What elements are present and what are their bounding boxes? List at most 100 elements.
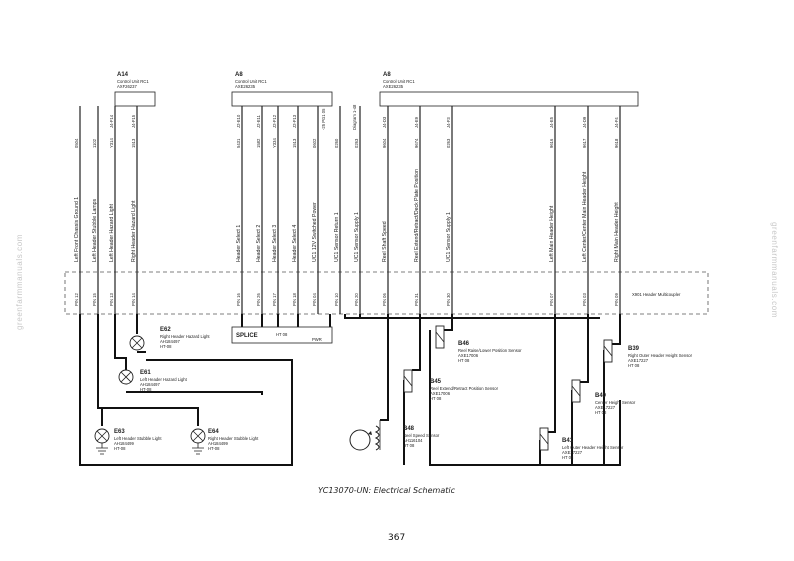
sensor-part: AXE17006: [430, 391, 451, 396]
wire-lines: [79, 106, 621, 314]
lamp-id: E64: [208, 429, 219, 435]
unit-id: A8: [383, 72, 391, 78]
ground-icon: [192, 447, 204, 455]
wire-label: UC1 Sensor Supply 1: [446, 212, 452, 262]
wire-id: 1513: [131, 138, 136, 148]
wire-id: 1102: [92, 138, 97, 148]
sensor-b40: B40 Center Height Sensor AXE17227 HT 08: [571, 379, 636, 415]
unit-name: Control Unit RC1: [383, 79, 415, 84]
unit-part: AXE26235: [235, 84, 256, 89]
wire-pin: PIN 09: [614, 293, 619, 306]
wire-label: Header Select 1: [236, 225, 242, 262]
wire-pin: PIN 07: [549, 293, 554, 306]
wire-connector-pin: J2-F12: [272, 114, 277, 128]
lamp-sub: HT-08: [140, 387, 152, 392]
wire-label: Left Center/Center Main Header Height: [582, 171, 588, 262]
wire-label: UC1 Sensor Supply 1: [354, 212, 360, 262]
control-unit-a8-middle: A8 Control Unit RC1 AXE26235: [231, 72, 333, 107]
wire-connector-pin: J4-F4: [614, 117, 619, 128]
lamp-e61: E61 Left Header Hazard Light AH184497 HT…: [118, 369, 188, 392]
control-unit-a8-right: A8 Control Unit RC1 AXE26235: [379, 72, 639, 107]
wire-id: Y334: [272, 138, 277, 148]
wire-id: 0260: [334, 138, 339, 148]
sensor-id: B41: [562, 438, 574, 444]
lamp-part: AH184499: [114, 441, 134, 446]
wire-id: 5431: [236, 138, 241, 148]
sensor-part: AXE17227: [595, 405, 616, 410]
wire-connector-pin: J4-D9: [582, 116, 587, 128]
sensor-part: AXE17227: [562, 450, 583, 455]
wire-id: 9604: [382, 138, 387, 148]
sensor-id: B48: [403, 426, 415, 432]
diagram-reference: Diagram 1-48: [352, 104, 357, 130]
wire-label: Header Select 2: [256, 225, 262, 262]
wire-label: Left Header Hazard Light: [109, 203, 115, 262]
sensor-b45: B45 Reel Extend/Retract Position Sensor …: [403, 369, 499, 401]
wire-pin: PIN 03: [582, 293, 587, 306]
unit-name: Control Unit RC1: [235, 79, 267, 84]
splice-pwr: PWR: [312, 337, 322, 342]
wire-id: 9617: [582, 138, 587, 148]
wire-label: Header Select 3: [272, 225, 278, 262]
wire-pin: PIN 31: [414, 293, 419, 306]
sensor-id: B39: [628, 346, 640, 352]
lamp-id: E61: [140, 370, 151, 376]
figure-caption: YC13070-UN: Electrical Schematic: [318, 486, 456, 495]
wire-label: Header Select 4: [292, 225, 298, 262]
sensor-b46: B46 Reel Raise/Lower Position Sensor AXE…: [435, 325, 522, 363]
lamp-e64: E64 Right Header Stubble Light AH184499 …: [190, 428, 259, 455]
sensor-part: AXE17227: [628, 358, 649, 363]
sensor-b41: B41 Left Outer Header Height Sensor AXE1…: [539, 427, 624, 460]
unit-name: Control Unit RC1: [117, 79, 149, 84]
wire-pin: PIN 26: [256, 293, 261, 306]
unit-box: [379, 91, 639, 107]
wire-connector-pin: J4-F15: [131, 114, 136, 128]
sensor-name: Reel Extend/Retract Position Sensor: [430, 386, 499, 391]
wire-label: Left Main Header Height: [549, 205, 555, 262]
lamp-sub: HT-08: [114, 446, 126, 451]
wire-connector-pin: J2-F13: [292, 114, 297, 128]
ground-icon: [96, 447, 108, 455]
wire-pin: PIN 18: [292, 293, 297, 306]
lamp-name: Left Header Stubble Light: [114, 436, 162, 441]
wire-label: Left Header Stubble Lamps: [92, 198, 98, 262]
wire-label: Reel Shaft Speed: [382, 221, 388, 262]
sensor-name: Reel Raise/Lower Position Sensor: [458, 348, 522, 353]
wire-id: 0263: [446, 138, 451, 148]
sensor-id: B40: [595, 393, 607, 399]
lamp-name: Right Header Hazard Light: [160, 334, 210, 339]
wire-label: Left Front Chassis Ground 1: [74, 197, 80, 262]
sensor-sub: HT 08: [430, 396, 442, 401]
lamp-part: AH184497: [140, 382, 160, 387]
sensor-sub: HT 08: [458, 358, 470, 363]
lamp-name: Left Header Hazard Light: [140, 377, 188, 382]
wire-pin: PIN 15: [92, 293, 97, 306]
splice-label: SPLICE: [236, 333, 258, 339]
lamp-sub: HT-08: [208, 446, 220, 451]
sensor-name: Reel Speed Sensor: [403, 433, 440, 438]
sensor-sub: HT 08: [595, 410, 607, 415]
wire-pin: PIN 04: [312, 293, 317, 306]
sensor-name: Left Outer Header Height Sensor: [562, 445, 624, 450]
splice-sub: HT 08: [276, 332, 288, 337]
wire-label: Reel Extend/Retract/Deck Plate Position: [414, 169, 420, 262]
wire-id: 1582: [256, 138, 261, 148]
sensor-id: B46: [458, 341, 470, 347]
control-unit-a14: A14 Control Unit RC1 AXF26237: [114, 72, 156, 107]
unit-id: A14: [117, 72, 129, 78]
coil-icon: [374, 425, 380, 451]
wire-id: 0504: [74, 138, 79, 148]
unit-part: AXF26237: [117, 84, 137, 89]
sensor-id: B45: [430, 379, 442, 385]
wire-pin: PIN 13: [109, 293, 114, 306]
sensor-part: AH116104: [403, 438, 423, 443]
sensor-sub: HT 08: [403, 443, 415, 448]
wire-pin: PIN 10: [334, 293, 339, 306]
wire-id: 9618: [614, 138, 619, 148]
wire-connector-pin: J4-D3: [382, 116, 387, 128]
wire-pin: PIN 12: [74, 293, 79, 306]
wire-connector-pin: J2-E10: [236, 114, 241, 128]
header-connector-label: X901 Header Multicoupler: [632, 292, 681, 297]
